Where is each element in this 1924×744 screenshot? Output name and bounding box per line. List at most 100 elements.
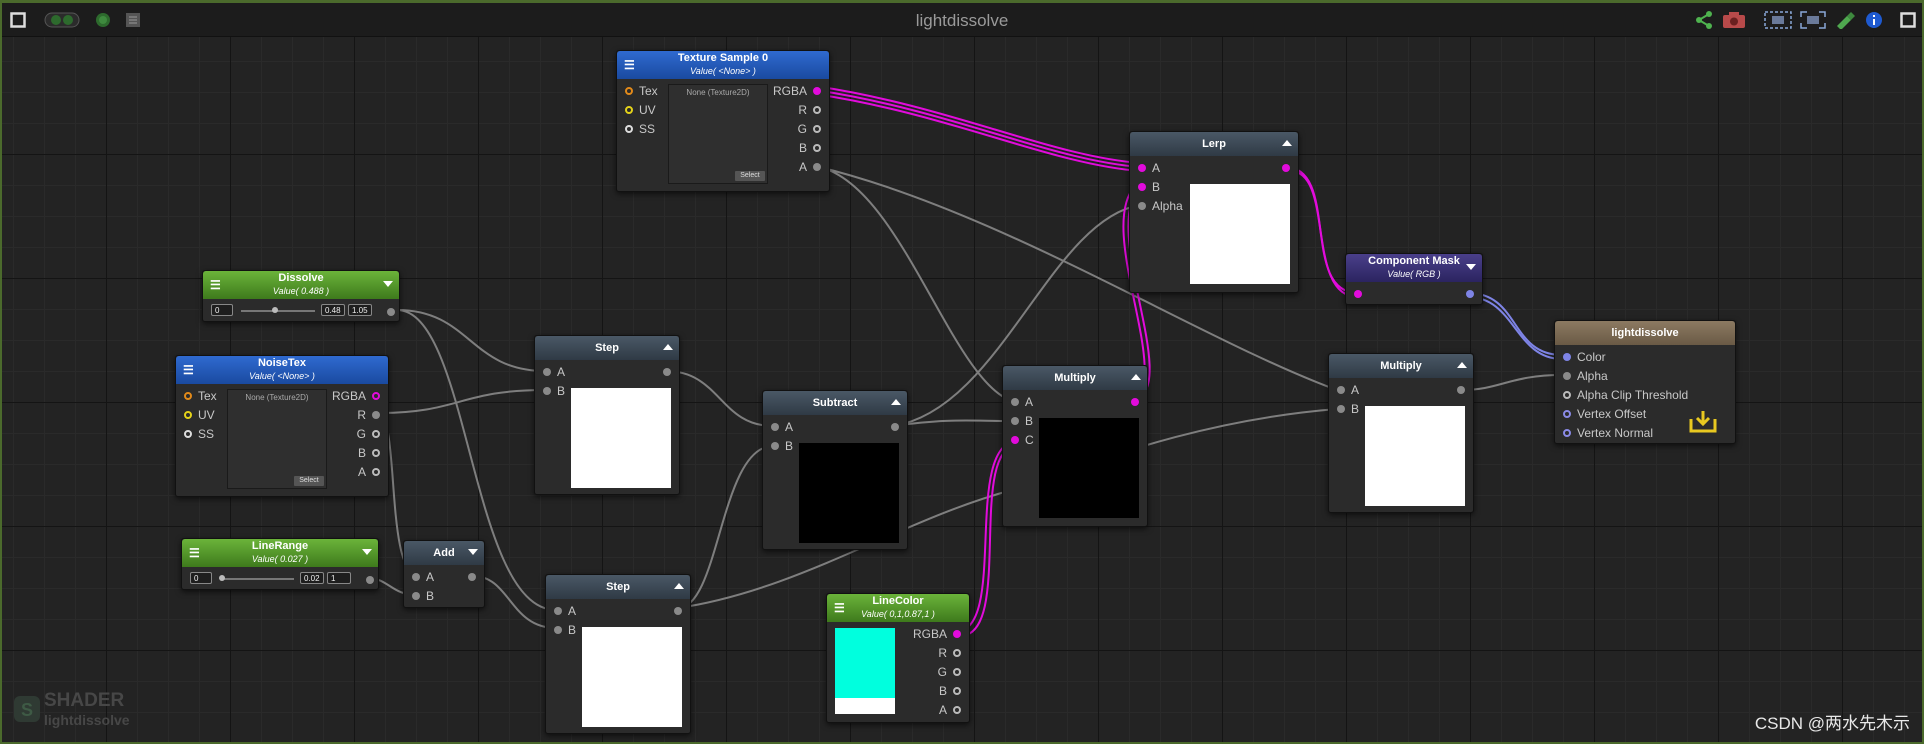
collapse-arrow-icon[interactable] xyxy=(663,344,673,350)
port-dot[interactable] xyxy=(771,442,779,450)
square-icon[interactable] xyxy=(1898,9,1918,31)
node-header[interactable]: ☰ LineColor Value( 0,1,0.87,1 ) xyxy=(827,594,969,622)
node-subtract[interactable]: Subtract A B xyxy=(762,390,908,550)
node-step-2[interactable]: Step A B xyxy=(545,574,691,734)
port-dot[interactable] xyxy=(184,411,192,419)
node-header[interactable]: ☰ Dissolve Value( 0.488 ) xyxy=(203,271,399,299)
value-slider[interactable]: 0 0.48 1.05 xyxy=(211,304,372,318)
node-header[interactable]: Step xyxy=(535,336,679,360)
port-dot[interactable] xyxy=(1282,164,1290,172)
collapse-arrow-icon[interactable] xyxy=(891,399,901,405)
menu-icon[interactable]: ☰ xyxy=(624,58,635,72)
slider-max[interactable]: 1.05 xyxy=(348,304,372,316)
node-add[interactable]: Add A B xyxy=(403,540,485,608)
port-dot[interactable] xyxy=(372,430,380,438)
port-dot[interactable] xyxy=(372,392,380,400)
texture-slot[interactable]: None (Texture2D) Select xyxy=(227,389,327,489)
texture-slot[interactable]: None (Texture2D) Select xyxy=(668,84,768,184)
port-dot[interactable] xyxy=(1563,429,1571,437)
port-dot[interactable] xyxy=(813,125,821,133)
port-dot[interactable] xyxy=(372,411,380,419)
port-dot[interactable] xyxy=(953,630,961,638)
port-dot[interactable] xyxy=(771,423,779,431)
collapse-arrow-icon[interactable] xyxy=(1131,374,1141,380)
node-linecolor[interactable]: ☰ LineColor Value( 0,1,0.87,1 ) RGBA R G… xyxy=(826,593,970,723)
port-dot[interactable] xyxy=(184,392,192,400)
collapse-arrow-icon[interactable] xyxy=(674,583,684,589)
port-dot[interactable] xyxy=(387,308,395,316)
fit-view-icon[interactable] xyxy=(1800,9,1826,31)
port-dot[interactable] xyxy=(412,573,420,581)
collapse-arrow-icon[interactable] xyxy=(1282,140,1292,146)
menu-icon[interactable]: ☰ xyxy=(189,546,200,560)
node-linerange[interactable]: ☰ LineRange Value( 0.027 ) 0 0.02 1 xyxy=(181,538,379,590)
slider-knob[interactable] xyxy=(219,575,226,581)
node-header[interactable]: ☰ Texture Sample 0 Value( <None> ) xyxy=(617,51,829,79)
document-icon[interactable] xyxy=(124,9,142,31)
port-dot[interactable] xyxy=(813,163,821,171)
node-lerp[interactable]: Lerp A B Alpha xyxy=(1129,131,1299,293)
slider-max[interactable]: 1 xyxy=(327,572,351,584)
node-header[interactable]: Step xyxy=(546,575,690,599)
port-dot[interactable] xyxy=(953,668,961,676)
square-icon[interactable] xyxy=(8,9,28,31)
select-button[interactable]: Select xyxy=(735,171,765,181)
port-dot[interactable] xyxy=(953,649,961,657)
port-dot[interactable] xyxy=(543,368,551,376)
port-dot[interactable] xyxy=(1337,386,1345,394)
port-dot[interactable] xyxy=(1337,405,1345,413)
node-header[interactable]: Add xyxy=(404,541,484,565)
port-dot[interactable] xyxy=(1138,183,1146,191)
node-header[interactable]: ☰ LineRange Value( 0.027 ) xyxy=(182,539,378,567)
port-dot[interactable] xyxy=(953,687,961,695)
collapse-arrow-icon[interactable] xyxy=(1466,264,1476,270)
value-slider[interactable]: 0 0.02 1 xyxy=(190,572,351,586)
port-dot[interactable] xyxy=(1011,436,1019,444)
node-header[interactable]: Multiply xyxy=(1329,354,1473,378)
node-dissolve[interactable]: ☰ Dissolve Value( 0.488 ) 0 0.48 1.05 xyxy=(202,270,400,322)
port-dot[interactable] xyxy=(1131,398,1139,406)
port-dot[interactable] xyxy=(366,576,374,584)
collapse-arrow-icon[interactable] xyxy=(1457,362,1467,368)
port-dot[interactable] xyxy=(891,423,899,431)
record-dot-icon[interactable] xyxy=(94,9,112,31)
node-header[interactable]: Subtract xyxy=(763,391,907,415)
port-dot[interactable] xyxy=(184,430,192,438)
port-dot[interactable] xyxy=(1457,386,1465,394)
slider-track[interactable] xyxy=(241,310,315,312)
port-dot[interactable] xyxy=(813,144,821,152)
slider-min[interactable]: 0 xyxy=(211,304,233,316)
port-dot[interactable] xyxy=(1563,410,1571,418)
node-header[interactable]: Component Mask Value( RGB ) xyxy=(1346,254,1482,282)
node-multiply-1[interactable]: Multiply A B C xyxy=(1002,365,1148,527)
node-header[interactable]: Multiply xyxy=(1003,366,1147,390)
menu-icon[interactable]: ☰ xyxy=(210,278,221,292)
port-dot[interactable] xyxy=(468,573,476,581)
select-button[interactable]: Select xyxy=(294,476,324,486)
collapse-arrow-icon[interactable] xyxy=(383,281,393,287)
slider-value[interactable]: 0.02 xyxy=(300,572,324,584)
collapse-arrow-icon[interactable] xyxy=(468,549,478,555)
port-dot[interactable] xyxy=(372,468,380,476)
port-dot[interactable] xyxy=(1466,290,1474,298)
port-dot[interactable] xyxy=(813,87,821,95)
node-header[interactable]: Lerp xyxy=(1130,132,1298,156)
slider-knob[interactable] xyxy=(272,307,279,313)
port-dot[interactable] xyxy=(625,106,633,114)
node-header[interactable]: lightdissolve xyxy=(1555,321,1735,345)
port-dot[interactable] xyxy=(1563,353,1571,361)
port-dot[interactable] xyxy=(412,592,420,600)
collapse-arrow-icon[interactable] xyxy=(362,549,372,555)
port-dot[interactable] xyxy=(953,706,961,714)
port-dot[interactable] xyxy=(372,449,380,457)
port-dot[interactable] xyxy=(554,607,562,615)
port-dot[interactable] xyxy=(625,87,633,95)
master-node-download-icon[interactable] xyxy=(1689,409,1717,438)
clean-icon[interactable] xyxy=(1834,9,1856,31)
node-texture-sample[interactable]: ☰ Texture Sample 0 Value( <None> ) Tex U… xyxy=(616,50,830,192)
port-dot[interactable] xyxy=(1011,417,1019,425)
slider-track[interactable] xyxy=(220,578,294,580)
port-dot[interactable] xyxy=(554,626,562,634)
port-dot[interactable] xyxy=(1011,398,1019,406)
share-icon[interactable] xyxy=(1694,9,1714,31)
